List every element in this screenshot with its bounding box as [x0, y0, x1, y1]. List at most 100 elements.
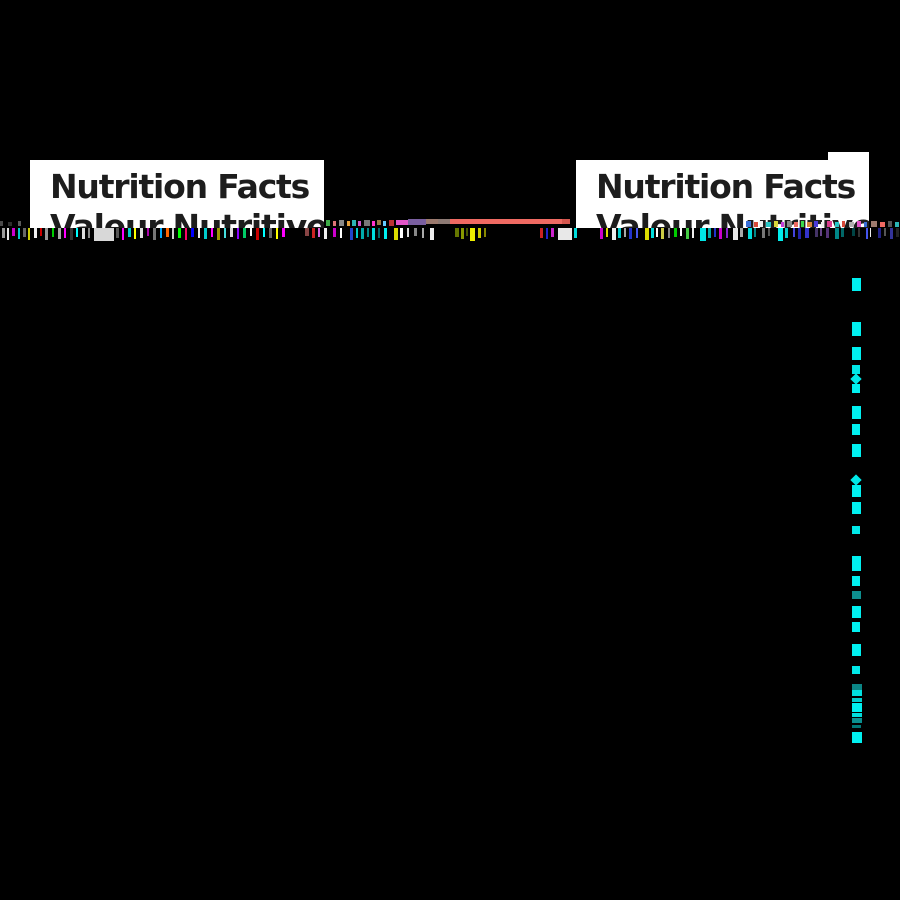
glitch-bar: [826, 228, 829, 238]
glitch-bar: [470, 228, 475, 241]
glitch-bar: [674, 228, 677, 237]
glitch-bar: [430, 228, 434, 240]
cyan-glitch-mark: [852, 556, 861, 571]
glitch-bar: [766, 222, 771, 227]
glitch-bar: [350, 228, 353, 240]
glitch-bar: [250, 228, 252, 236]
glitch-bar: [478, 228, 481, 238]
glitch-bar: [356, 228, 358, 238]
cyan-glitch-mark: [852, 718, 862, 723]
glitch-bar: [866, 228, 868, 239]
cyan-glitch-mark: [852, 384, 860, 393]
glitch-noise-band-main: [0, 228, 900, 244]
glitch-bar: [878, 228, 881, 238]
glitch-bar: [692, 228, 694, 238]
glitch-bar: [612, 228, 616, 240]
nutrition-facts-title: Nutrition Facts: [50, 167, 310, 206]
glitch-bar: [64, 228, 66, 238]
glitch-bar: [700, 228, 706, 241]
cyan-glitch-mark: [852, 698, 862, 702]
glitch-bar: [76, 228, 78, 237]
glitch-bar: [768, 228, 770, 236]
glitch-bar: [656, 228, 658, 237]
glitch-bar: [450, 219, 562, 224]
glitch-bar: [116, 228, 119, 238]
glitch-bar: [801, 221, 804, 227]
cyan-glitch-mark: [852, 725, 861, 728]
glitch-bar: [719, 228, 722, 239]
glitch-bar: [340, 228, 342, 238]
glitch-bar: [805, 228, 809, 238]
glitch-bar: [333, 221, 336, 226]
glitch-bar: [140, 228, 143, 238]
glitch-bar: [778, 228, 783, 241]
glitch-bar: [237, 228, 239, 239]
glitch-bar: [618, 228, 621, 238]
glitch-bar: [347, 221, 350, 226]
glitch-bar: [147, 228, 149, 236]
glitch-bar: [45, 228, 48, 240]
glitch-bar: [714, 228, 716, 237]
glitch-bar: [835, 228, 839, 239]
glitch-bar: [896, 228, 899, 237]
glitch-bar: [895, 222, 899, 227]
glitch-bar: [377, 220, 381, 225]
glitch-bar: [870, 228, 871, 237]
glitch-bar: [82, 228, 85, 239]
glitch-bar: [34, 228, 37, 238]
glitch-bar: [827, 221, 832, 227]
nutrition-label-card-right: Nutrition Facts Valeur Nutritive: [576, 160, 869, 228]
cyan-glitch-mark: [852, 502, 861, 514]
glitch-bar: [243, 228, 246, 238]
glitch-bar: [134, 228, 136, 239]
cyan-glitch-mark: [852, 644, 861, 656]
glitch-bar: [372, 221, 375, 226]
glitch-bar: [282, 228, 285, 237]
glitch-bar: [748, 228, 752, 239]
glitch-bar: [153, 228, 156, 240]
glitch-bar: [661, 228, 664, 239]
glitch-bar: [384, 228, 387, 239]
glitch-bar: [726, 228, 728, 238]
cyan-glitch-mark: [852, 444, 861, 457]
glitch-bar: [645, 228, 649, 240]
glitch-bar: [426, 219, 438, 224]
glitch-bar: [466, 228, 468, 236]
glitch-bar: [841, 228, 844, 237]
glitch-bar: [7, 228, 9, 240]
glitch-bar: [312, 228, 315, 238]
glitch-bar: [746, 221, 751, 227]
glitch-bar: [339, 220, 344, 226]
glitch-bar: [606, 228, 608, 237]
glitch-bar: [400, 228, 403, 238]
cyan-glitch-mark: [852, 278, 861, 291]
glitch-bar: [276, 228, 278, 239]
glitch-bar: [224, 228, 226, 238]
glitch-bar: [461, 228, 464, 239]
glitch-bar: [324, 228, 327, 239]
glitch-bar: [18, 221, 21, 226]
glitch-bar: [128, 228, 131, 237]
glitch-bar: [857, 221, 861, 227]
glitch-bar: [326, 220, 330, 226]
glitch-bar: [378, 228, 380, 238]
glitch-bar: [408, 219, 426, 225]
glitch-bar: [122, 228, 124, 240]
glitch-bar: [787, 221, 792, 227]
cyan-glitch-mark: [852, 591, 861, 599]
glitch-bar: [546, 228, 548, 239]
glitch-bar: [204, 228, 207, 239]
cyan-glitch-mark: [852, 606, 861, 618]
glitch-bar: [367, 228, 369, 237]
glitch-bar: [842, 221, 845, 227]
glitch-bar: [762, 228, 765, 238]
glitch-bar: [888, 221, 892, 227]
valeur-nutritive-title: Valeur Nutritive: [50, 207, 324, 228]
glitch-bar: [40, 228, 42, 236]
glitch-bar: [686, 228, 689, 239]
glitch-bar: [58, 228, 61, 239]
glitch-bar: [558, 228, 572, 240]
glitch-bar: [0, 221, 3, 226]
glitch-bar: [394, 228, 398, 240]
